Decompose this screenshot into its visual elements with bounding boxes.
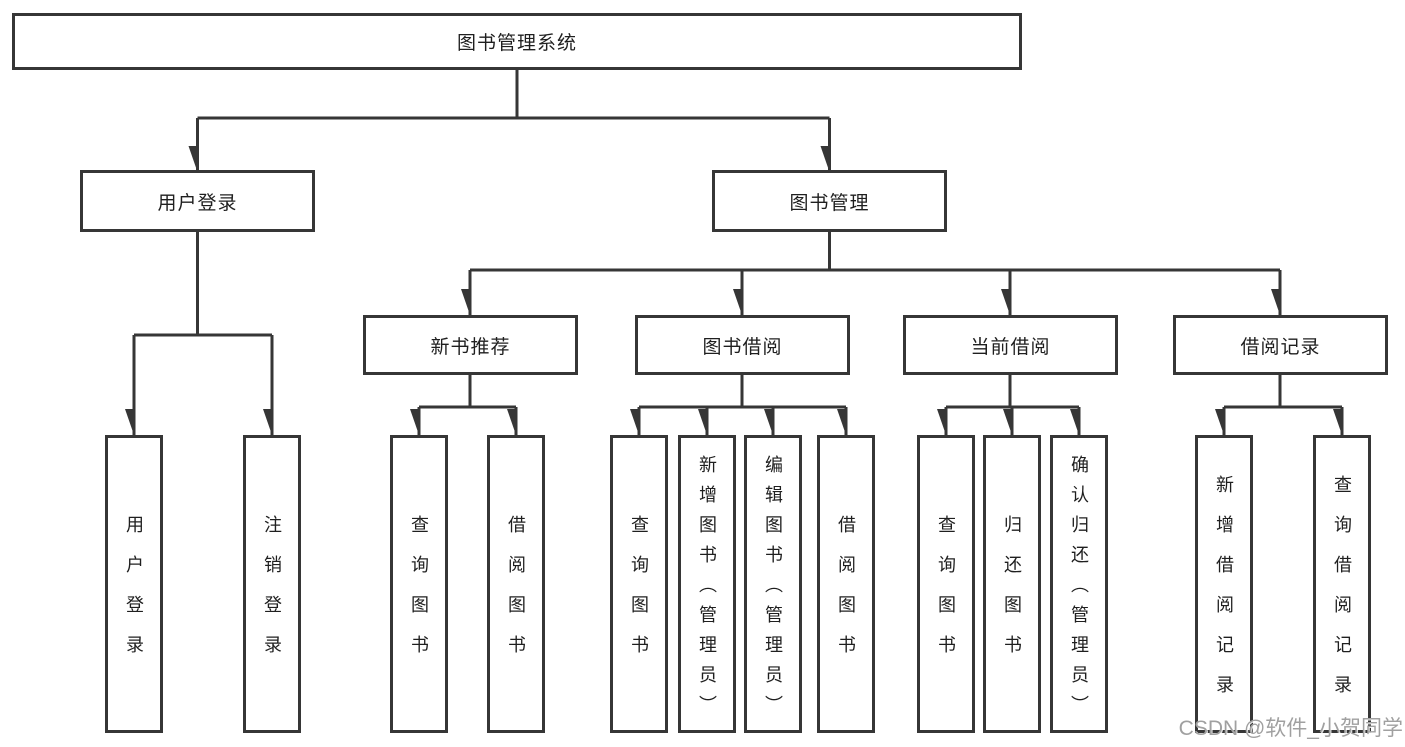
- node-label: 当前借阅: [970, 336, 1051, 358]
- connectors-borrow-records: [1224, 375, 1344, 435]
- node-book-borrow: 图书借阅: [635, 315, 850, 375]
- node-label: 图书借阅: [702, 336, 783, 358]
- leaf-query-books-2: 查询图书: [610, 435, 668, 733]
- node-book-management: 图书管理: [712, 170, 947, 232]
- node-label: 借阅图书: [506, 515, 526, 675]
- node-label: 编辑图书（管理员）: [763, 455, 783, 725]
- leaf-query-books-1: 查询图书: [390, 435, 448, 733]
- node-label: 注销登录: [262, 515, 282, 675]
- node-label: 查询借阅记录: [1332, 475, 1352, 715]
- node-label: 图书管理系统: [456, 33, 577, 54]
- leaf-edit-book-admin: 编辑图书（管理员）: [744, 435, 802, 733]
- leaf-borrow-books-2: 借阅图书: [817, 435, 875, 733]
- leaf-user-login: 用户登录: [105, 435, 163, 733]
- node-label: 用户登录: [124, 515, 144, 675]
- node-user-login: 用户登录: [80, 170, 315, 232]
- connectors-book-borrow: [639, 375, 848, 435]
- node-root: 图书管理系统: [12, 13, 1022, 70]
- connectors-new-book-recommend: [419, 375, 518, 435]
- leaf-logout: 注销登录: [243, 435, 301, 733]
- node-borrow-records: 借阅记录: [1173, 315, 1388, 375]
- node-label: 图书管理: [789, 192, 870, 214]
- leaf-return-book: 归还图书: [983, 435, 1041, 733]
- node-label: 归还图书: [1002, 515, 1022, 675]
- node-label: 查询图书: [936, 515, 956, 675]
- connectors-user-login: [134, 232, 274, 435]
- node-label: 用户登录: [157, 192, 238, 214]
- connectors-book-management: [470, 232, 1282, 315]
- node-label: 借阅记录: [1240, 336, 1321, 358]
- connectors-root: [198, 70, 831, 172]
- node-label: 新书推荐: [430, 336, 511, 358]
- node-label: 新增借阅记录: [1214, 475, 1234, 715]
- leaf-confirm-return-admin: 确认归还（管理员）: [1050, 435, 1108, 733]
- leaf-query-borrow-record: 查询借阅记录: [1313, 435, 1371, 733]
- node-label: 新增图书（管理员）: [697, 455, 717, 725]
- node-current-borrow: 当前借阅: [903, 315, 1118, 375]
- leaf-query-books-3: 查询图书: [917, 435, 975, 733]
- node-new-book-recommend: 新书推荐: [363, 315, 578, 375]
- leaf-add-borrow-record: 新增借阅记录: [1195, 435, 1253, 733]
- node-label: 确认归还（管理员）: [1069, 455, 1089, 725]
- leaf-add-book-admin: 新增图书（管理员）: [678, 435, 736, 733]
- connectors-current-borrow: [946, 375, 1081, 435]
- node-label: 借阅图书: [836, 515, 856, 675]
- csdn-watermark: CSDN @软件_小贺同学: [1178, 717, 1403, 740]
- node-label: 查询图书: [629, 515, 649, 675]
- node-label: 查询图书: [409, 515, 429, 675]
- leaf-borrow-books-1: 借阅图书: [487, 435, 545, 733]
